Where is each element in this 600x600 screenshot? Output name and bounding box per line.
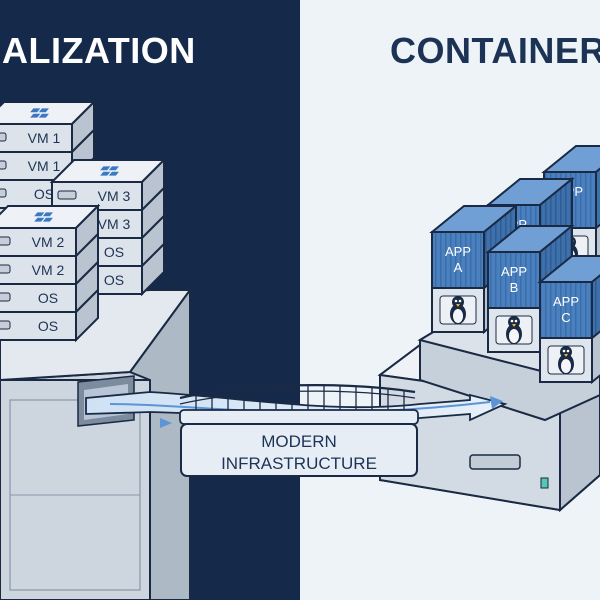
container-label-letter: A xyxy=(454,260,463,275)
container-label: APP xyxy=(501,264,527,279)
virtualization-heading: ALIZATION xyxy=(2,30,196,71)
vm-label: VM 1 xyxy=(28,130,61,146)
modern-infrastructure-bridge: MODERN INFRASTRUCTURE xyxy=(85,384,508,477)
os-layer-block: OS xyxy=(0,287,99,343)
vm-stack-2: VM 2 VM 2 OS OS xyxy=(0,203,101,343)
containers-heading: CONTAINER xyxy=(390,30,600,71)
vm-layer-block: VM 2 xyxy=(0,203,99,259)
os-label: OS xyxy=(34,186,54,202)
os-layer-block: OS xyxy=(0,259,99,315)
os-label: OS xyxy=(104,244,124,260)
os-label: OS xyxy=(38,318,58,334)
os-label: OS xyxy=(38,290,58,306)
bridge-label-line1: MODERN xyxy=(261,432,337,451)
container-label-letter: B xyxy=(510,280,519,295)
vm-layer-block: VM 3 xyxy=(51,157,165,213)
bridge-label-line2: INFRASTRUCTURE xyxy=(221,454,377,473)
linux-tux-icon xyxy=(450,296,466,324)
linux-tux-icon xyxy=(558,346,574,374)
vm-label: VM 3 xyxy=(98,188,131,204)
vm-label: VM 2 xyxy=(32,262,65,278)
windows-logo-icon xyxy=(30,108,49,118)
container-label: APP xyxy=(553,294,579,309)
vm-label: VM 1 xyxy=(28,158,61,174)
linux-tux-icon xyxy=(506,316,522,344)
container-grid: APPAPPAPPAAPPBAPPC xyxy=(429,145,600,385)
vm-layer-block: VM 2 xyxy=(0,231,99,287)
windows-logo-icon xyxy=(34,212,53,222)
vm-label: VM 2 xyxy=(32,234,65,250)
windows-logo-icon xyxy=(100,166,119,176)
container-label-letter: C xyxy=(561,310,570,325)
os-label: OS xyxy=(104,272,124,288)
vm-label: VM 3 xyxy=(98,216,131,232)
container-label: APP xyxy=(445,244,471,259)
